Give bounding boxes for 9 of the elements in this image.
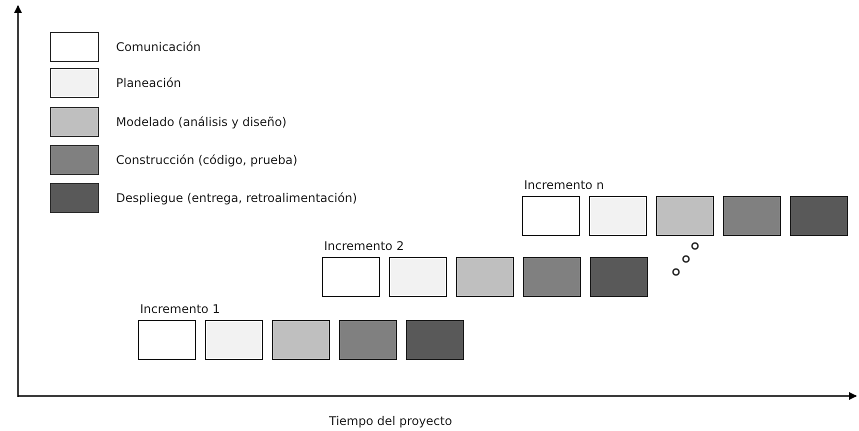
- legend-label: Planeación: [116, 76, 182, 90]
- axis-title: Tiempo del proyecto: [329, 414, 452, 428]
- legend-label: Comunicación: [116, 40, 201, 54]
- legend-label: Modelado (análisis y diseño): [116, 115, 287, 129]
- increment-label: Incremento 1: [140, 302, 220, 316]
- increment-label: Incremento 2: [324, 239, 404, 253]
- legend-label: Despliegue (entrega, retroalimentación): [116, 191, 358, 205]
- increment-label: Incremento n: [524, 178, 604, 192]
- legend-label: Construcción (código, prueba): [116, 153, 298, 167]
